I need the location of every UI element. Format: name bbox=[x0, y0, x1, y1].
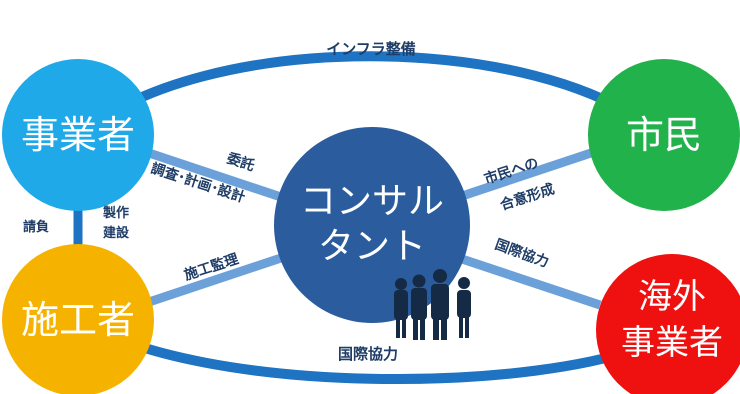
shimin-node bbox=[588, 59, 740, 211]
jigyosha-consultant-label-1: 委託 bbox=[224, 149, 257, 174]
sekosha-label: 施工者 bbox=[21, 298, 135, 342]
shimin-label: 市民 bbox=[626, 113, 702, 157]
top-arc-label: インフラ整備 bbox=[326, 40, 416, 58]
kaigai-label-line2: 事業者 bbox=[621, 323, 723, 363]
left-link-label-left: 請負 bbox=[23, 219, 49, 235]
kaigai-node bbox=[596, 254, 740, 394]
consultant-node bbox=[274, 127, 470, 323]
jigyosha-label: 事業者 bbox=[21, 113, 135, 157]
consultant-label-line2: タント bbox=[318, 226, 426, 267]
sekosha-node bbox=[2, 244, 154, 394]
jigyosha-node bbox=[2, 59, 154, 211]
top-arc bbox=[75, 51, 665, 140]
left-link-label-right-2: 建設 bbox=[103, 225, 130, 241]
consultant-label-line1: コンサル bbox=[300, 181, 444, 222]
bottom-arc-label: 国際協力 bbox=[338, 345, 398, 363]
kaigai-consultant-label: 国際協力 bbox=[493, 236, 551, 271]
kaigai-label-line1: 海外 bbox=[638, 277, 706, 317]
left-link-label-right-1: 製作 bbox=[102, 205, 129, 221]
people-silhouette-icon bbox=[394, 269, 471, 340]
